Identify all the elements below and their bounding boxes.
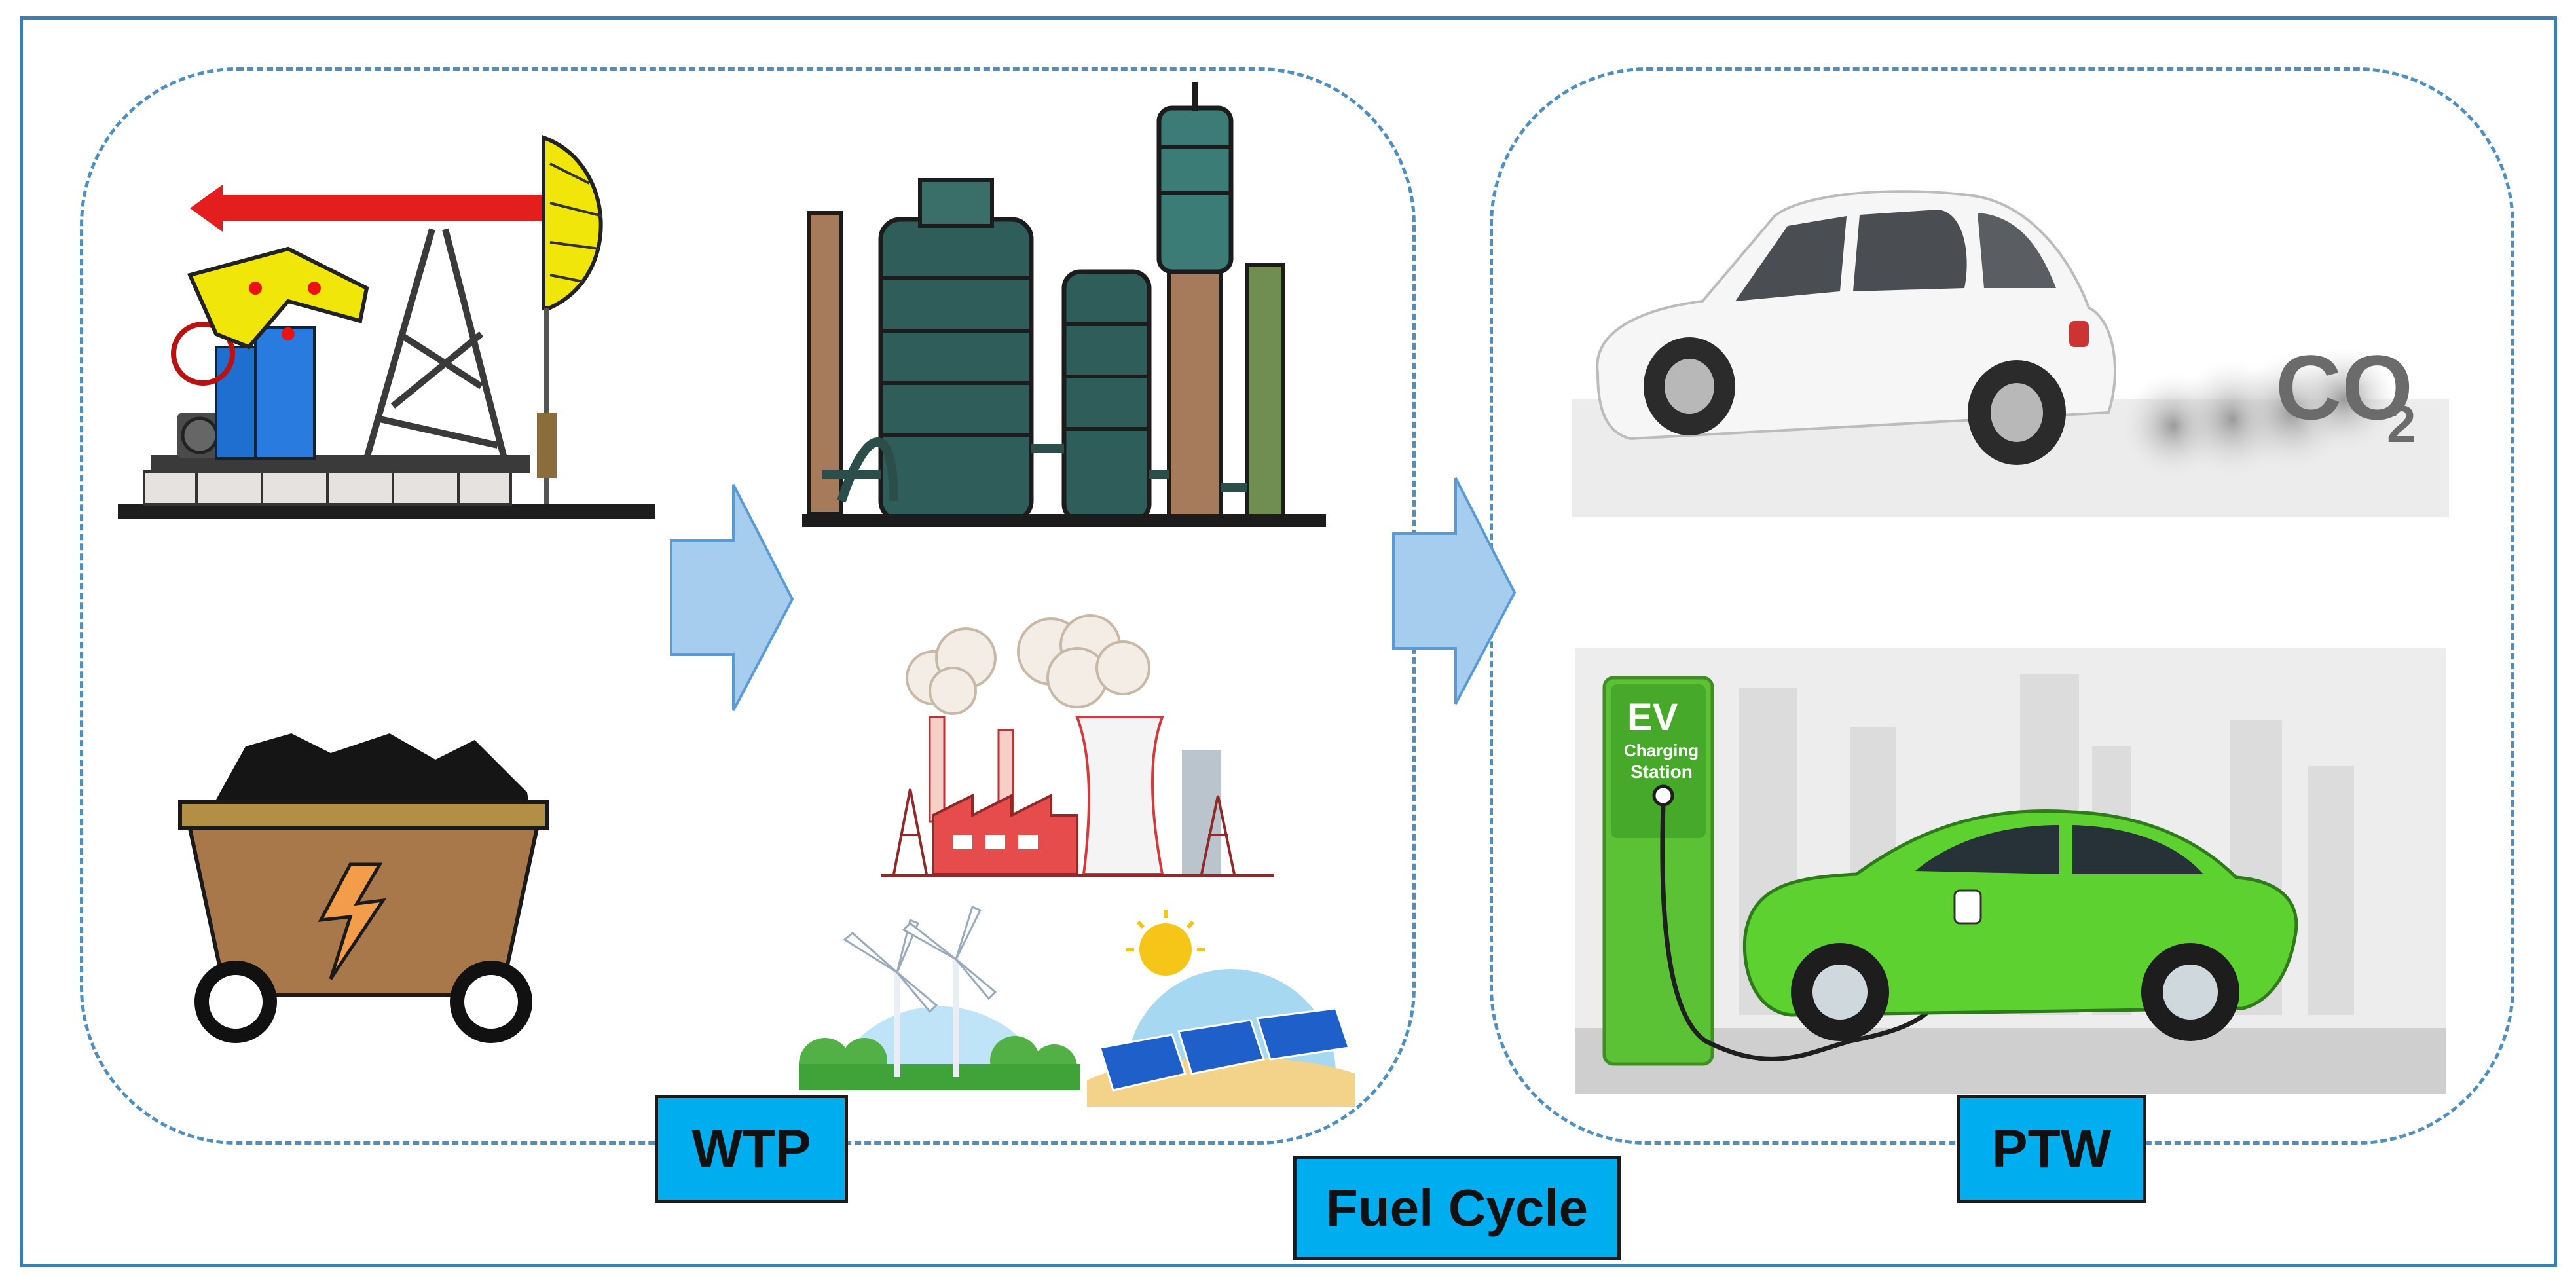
charging-station-icon: EV Charging Station [1602,676,1714,1066]
power-plant-icon [881,614,1274,877]
ev-line1: Charging [1624,741,1699,760]
wind-turbine-icon [799,905,1080,1090]
arrow-right-icon [670,484,794,711]
co2-label: CO [2275,336,2413,439]
solar-panel-icon [1087,910,1355,1107]
refinery-icon [802,82,1326,527]
fuel-cycle-label: Fuel Cycle [1293,1156,1621,1260]
pumpjack-icon [118,134,655,519]
ptw-label: PTW [1957,1095,2146,1203]
wtp-label: WTP [655,1095,848,1203]
ev-logo: EV [1627,696,1678,739]
electric-car-scene: EV Charging Station [1575,648,2446,1094]
co2-subscript: 2 [2387,395,2416,453]
ev-line2: Station [1630,762,1693,782]
gasoline-car-icon: CO 2 [1572,190,2449,517]
coal-cart-icon [178,733,549,1043]
arrow-right-icon [1392,477,1517,705]
